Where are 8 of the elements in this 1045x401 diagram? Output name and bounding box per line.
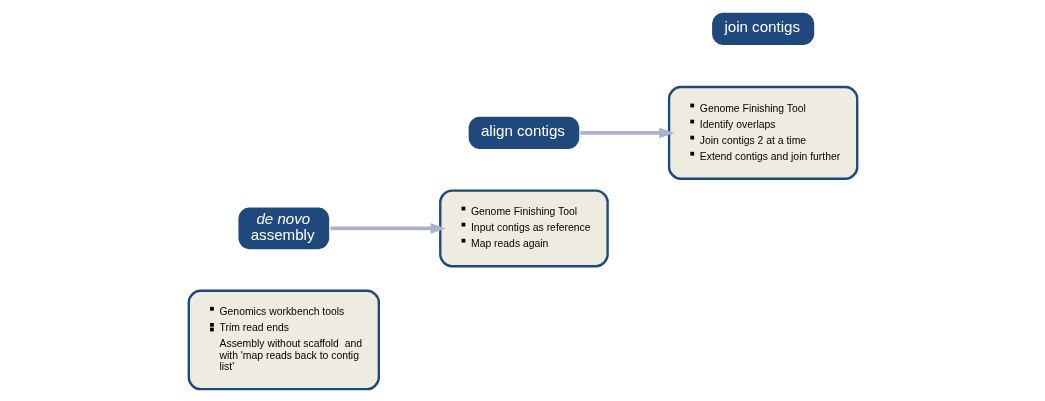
node-box: join contigs (709, 10, 816, 47)
node-box: align contigs (466, 114, 581, 151)
arrow (579, 127, 674, 139)
node-box: de novo assembly (236, 205, 331, 252)
arrow (329, 223, 446, 234)
node-box: Genome Finishing Tool Input contigs as reference Map reads again (438, 189, 609, 268)
node-box: Genomics workbench tools Trim read ends Assembly without scaffold and with 'map reads back to contig list' (187, 289, 380, 391)
node-box: Genome Finishing Tool Identify overlaps Join contigs 2 at a time Extend contigs and join further (667, 85, 858, 180)
